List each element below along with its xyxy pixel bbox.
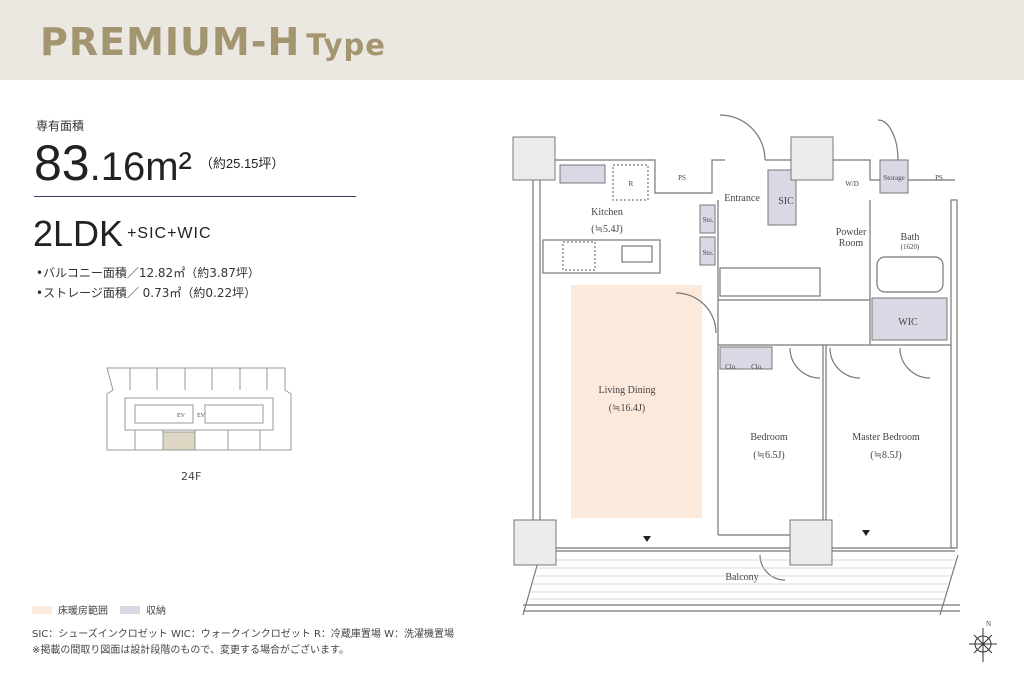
master-bedroom-size: (≒8.5J) (870, 450, 901, 461)
bedroom-label: Bedroom (750, 432, 787, 443)
sto-label: Sto. (702, 216, 713, 224)
ev-label: EV (197, 413, 206, 419)
abbreviations-note: SIC：シューズインクロゼット WIC：ウォークインクロゼット R：冷蔵庫置場 … (32, 629, 454, 640)
clo-label: Clo. (751, 363, 763, 371)
area-tsubo: （約25.15坪） (199, 156, 285, 171)
legend-storage: 収納 (146, 606, 166, 617)
master-bedroom-label: Master Bedroom (852, 432, 920, 443)
wic-label: WIC (898, 317, 918, 328)
floor-heating-area (571, 285, 702, 518)
area-dec: .16 (89, 145, 146, 189)
area-int: 83 (34, 135, 90, 191)
compass-north: N (986, 620, 991, 628)
legend-swatch-storage (120, 605, 140, 614)
area-unit: m² (145, 145, 192, 189)
powder-room-label-2: Room (839, 238, 864, 249)
kitchen-storage (559, 164, 606, 184)
disclaimer-note: ※掲載の間取り図面は設計段階のもので、変更する場合がございます。 (32, 645, 349, 656)
living-dining-label: Living Dining (599, 385, 656, 396)
ps-label: PS (678, 174, 686, 182)
key-plan: EV EV (106, 367, 292, 451)
bath-label: Bath (901, 232, 920, 243)
floor-label: 24F (181, 470, 202, 483)
sto-label: Sto. (702, 249, 713, 257)
bath-size: (1620) (901, 243, 920, 251)
refrigerator-label: R (629, 180, 634, 188)
compass-icon: N (969, 620, 997, 662)
powder-room-label: Powder (836, 227, 867, 238)
kitchen-label: Kitchen (591, 207, 623, 218)
clo-label: Clo. (725, 363, 737, 371)
ev-label: EV (177, 413, 186, 419)
entrance-label: Entrance (724, 193, 760, 204)
storage-label: Storage (883, 174, 904, 182)
kitchen-size: (≒5.4J) (591, 224, 622, 235)
balcony-area: •バルコニー面積／12.82㎡（約3.87坪） (36, 266, 260, 280)
legend-floor-heating: 床暖房範囲 (58, 606, 108, 617)
layout-type: 2LDK+SIC+WIC (33, 213, 212, 255)
key-plan-unit-highlight (162, 431, 196, 451)
legend-swatch-floor-heating (32, 605, 52, 614)
washer-label: W/D (845, 180, 859, 188)
balcony-label: Balcony (725, 572, 758, 583)
type-name: PREMIUM-H (40, 20, 301, 64)
divider (34, 196, 356, 197)
bedroom-size: (≒6.5J) (753, 450, 784, 461)
ps-label: PS (935, 174, 943, 182)
sic-label: SIC (778, 196, 794, 207)
layout-main: 2LDK (33, 213, 124, 254)
layout-ext: +SIC+WIC (127, 225, 212, 242)
storage-area: •ストレージ面積／ 0.73㎡（約0.22坪） (36, 286, 257, 300)
type-suffix: Type (306, 28, 386, 62)
area-label: 専有面積 (36, 119, 85, 133)
legend: 床暖房範囲 収納 (32, 602, 166, 617)
living-dining-size: (≒16.4J) (609, 403, 645, 414)
area-value: 83.16m² （約25.15坪） (34, 134, 284, 192)
